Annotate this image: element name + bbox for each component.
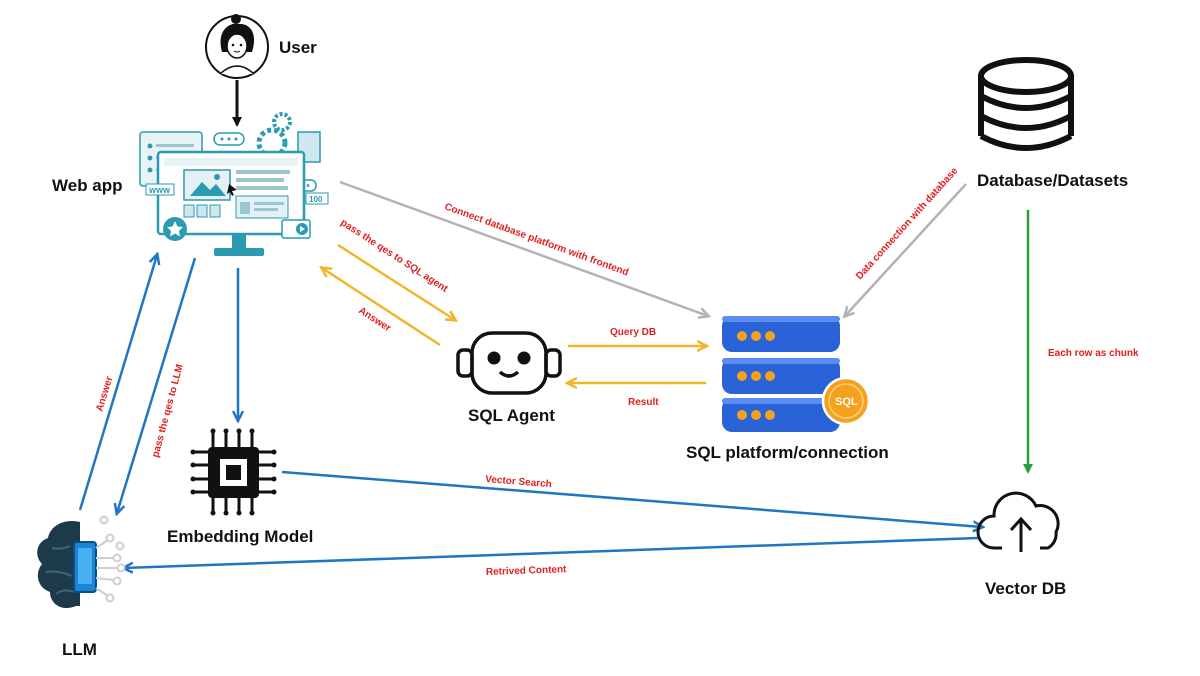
llm-node: LLM: [37, 515, 126, 659]
webapp-node: www 100 Web app: [52, 112, 329, 256]
edge-webapp-llm: [117, 257, 197, 513]
edge-vectordb-llm: [124, 536, 979, 568]
brain-icon: [37, 515, 126, 609]
robot-icon: [456, 331, 562, 395]
label-connect-db: Connect database platform with frontend: [443, 201, 630, 278]
vectordb-label: Vector DB: [985, 579, 1066, 598]
label-data-connection: Data connection with database: [854, 165, 961, 282]
webapp-label: Web app: [52, 176, 123, 195]
label-retrived: Retrived Content: [486, 564, 568, 578]
sqlagent-node: SQL Agent: [456, 331, 562, 425]
vectordb-node: Vector DB: [976, 491, 1066, 598]
database-label: Database/Datasets: [977, 171, 1128, 190]
sqlagent-label: SQL Agent: [468, 406, 555, 425]
chip-icon: [190, 428, 277, 516]
label-pass-llm: pass the qes to LLM: [150, 363, 186, 459]
sqlplatform-node: SQL SQL platform/connection: [686, 316, 889, 462]
server-icon: [722, 316, 871, 432]
hundred-tag: 100: [309, 195, 323, 204]
edge-sqlagent-webapp: [322, 268, 441, 347]
sqlplatform-label: SQL platform/connection: [686, 443, 889, 462]
label-query-db: Query DB: [610, 327, 656, 338]
database-icon: [978, 57, 1074, 151]
label-result: Result: [628, 397, 659, 408]
embedding-node: Embedding Model: [167, 428, 313, 546]
sql-badge: SQL: [835, 396, 858, 408]
database-node: Database/Datasets: [977, 57, 1128, 190]
edge-llm-webapp: [78, 255, 157, 511]
embedding-label: Embedding Model: [167, 527, 313, 546]
cloud-upload-icon: [976, 491, 1060, 552]
edge-embedding-vectordb: [281, 470, 982, 527]
user-avatar-icon: [205, 14, 269, 79]
llm-label: LLM: [62, 640, 97, 659]
edge-database-sqlplatform: [845, 183, 967, 316]
edge-webapp-sqlplatform: [339, 180, 708, 316]
www-tag: www: [148, 185, 171, 195]
user-label: User: [279, 38, 317, 57]
edge-webapp-sqlagent: [337, 243, 455, 320]
label-vector-search: Vector Search: [485, 474, 552, 490]
monitor-icon: www 100: [139, 112, 329, 256]
user-node: User: [205, 14, 317, 79]
label-each-row: Each row as chunk: [1048, 348, 1139, 359]
